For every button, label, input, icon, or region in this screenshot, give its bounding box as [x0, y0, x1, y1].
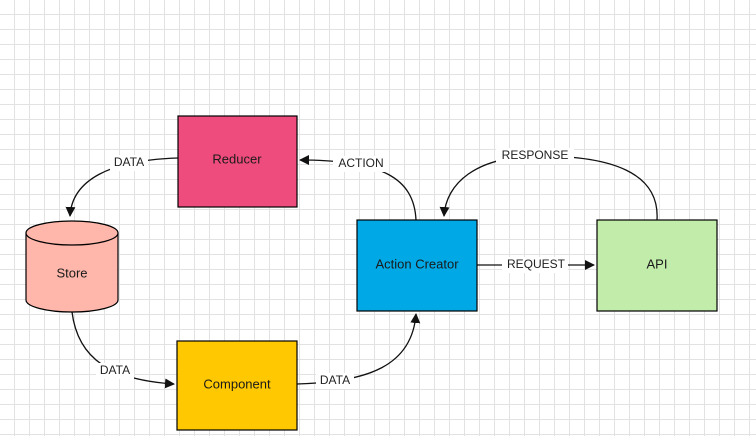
svg-text:ACTION: ACTION — [338, 156, 383, 170]
svg-text:RESPONSE: RESPONSE — [502, 148, 569, 162]
svg-text:DATA: DATA — [100, 363, 130, 377]
edge-action-to-reducer — [299, 155, 417, 221]
node-action-creator: Action Creator — [356, 219, 478, 312]
svg-text:DATA: DATA — [320, 373, 350, 387]
svg-text:API: API — [647, 256, 668, 271]
svg-text:DATA: DATA — [114, 155, 144, 169]
edge-api-to-action — [439, 155, 658, 221]
svg-text:REQUEST: REQUEST — [507, 257, 566, 271]
svg-text:Action Creator: Action Creator — [375, 256, 459, 271]
edge-reducer-to-store — [65, 157, 179, 217]
svg-text:Component: Component — [203, 376, 271, 391]
node-api: API — [596, 219, 718, 312]
edge-label-reducer-to-store: DATA — [110, 155, 148, 171]
node-component: Component — [176, 340, 298, 431]
svg-text:Reducer: Reducer — [212, 151, 262, 166]
svg-text:Store: Store — [56, 265, 87, 280]
node-reducer: Reducer — [177, 115, 298, 208]
edge-component-to-action — [296, 313, 421, 385]
edge-label-component-to-action: DATA — [316, 373, 354, 389]
edge-label-api-to-action: RESPONSE — [496, 148, 574, 164]
node-store: Store — [25, 220, 119, 313]
edge-label-action-to-reducer: ACTION — [333, 156, 389, 172]
edge-label-action-to-api: REQUEST — [502, 257, 568, 273]
edge-label-store-to-component: DATA — [96, 363, 134, 379]
